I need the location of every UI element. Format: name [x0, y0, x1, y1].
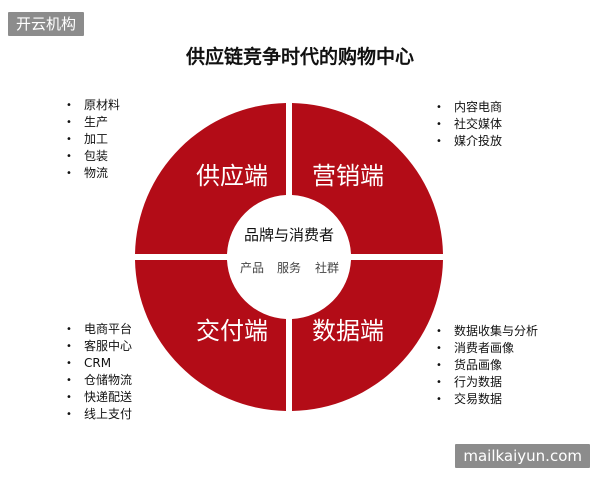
sector-marketing: [292, 103, 443, 254]
center-tag-product: 产品: [240, 261, 264, 275]
list-item: 行为数据: [436, 374, 538, 391]
diagram-title: 供应链竞争时代的购物中心: [185, 46, 414, 68]
marketing-items: 内容电商 社交媒体 媒介投放: [436, 99, 502, 150]
delivery-items: 电商平台 客服中心 CRM 仓储物流 快递配送 线上支付: [66, 321, 132, 423]
quadrant-label-data: 数据端: [312, 317, 384, 345]
quadrant-label-supply: 供应端: [196, 162, 268, 190]
supply-items: 原材料 生产 加工 包装 物流: [66, 97, 120, 182]
list-item: 客服中心: [66, 338, 132, 355]
list-item: CRM: [66, 355, 132, 372]
list-item: 媒介投放: [436, 133, 502, 150]
list-item: 加工: [66, 131, 120, 148]
quadrant-label-delivery: 交付端: [196, 317, 268, 345]
list-item: 社交媒体: [436, 116, 502, 133]
list-item: 货品画像: [436, 357, 538, 374]
list-item: 仓储物流: [66, 372, 132, 389]
watermark-badge: mailkaiyun.com: [455, 444, 590, 468]
center-tag-community: 社群: [315, 260, 339, 275]
list-item: 交易数据: [436, 391, 538, 408]
list-item: 生产: [66, 114, 120, 131]
sector-data: [292, 260, 443, 411]
list-item: 线上支付: [66, 406, 132, 423]
center-tag-service: 服务: [277, 260, 301, 275]
brand-badge: 开云机构: [8, 12, 85, 36]
list-item: 快递配送: [66, 389, 132, 406]
list-item: 原材料: [66, 97, 120, 114]
center-title: 品牌与消费者: [244, 226, 334, 244]
sector-delivery: [135, 260, 286, 411]
data-items: 数据收集与分析 消费者画像 货品画像 行为数据 交易数据: [436, 323, 538, 408]
sector-supply: [135, 103, 286, 254]
list-item: 数据收集与分析: [436, 323, 538, 340]
list-item: 物流: [66, 165, 120, 182]
list-item: 消费者画像: [436, 340, 538, 357]
list-item: 电商平台: [66, 321, 132, 338]
quadrant-label-marketing: 营销端: [312, 162, 384, 190]
list-item: 内容电商: [436, 99, 502, 116]
list-item: 包装: [66, 148, 120, 165]
